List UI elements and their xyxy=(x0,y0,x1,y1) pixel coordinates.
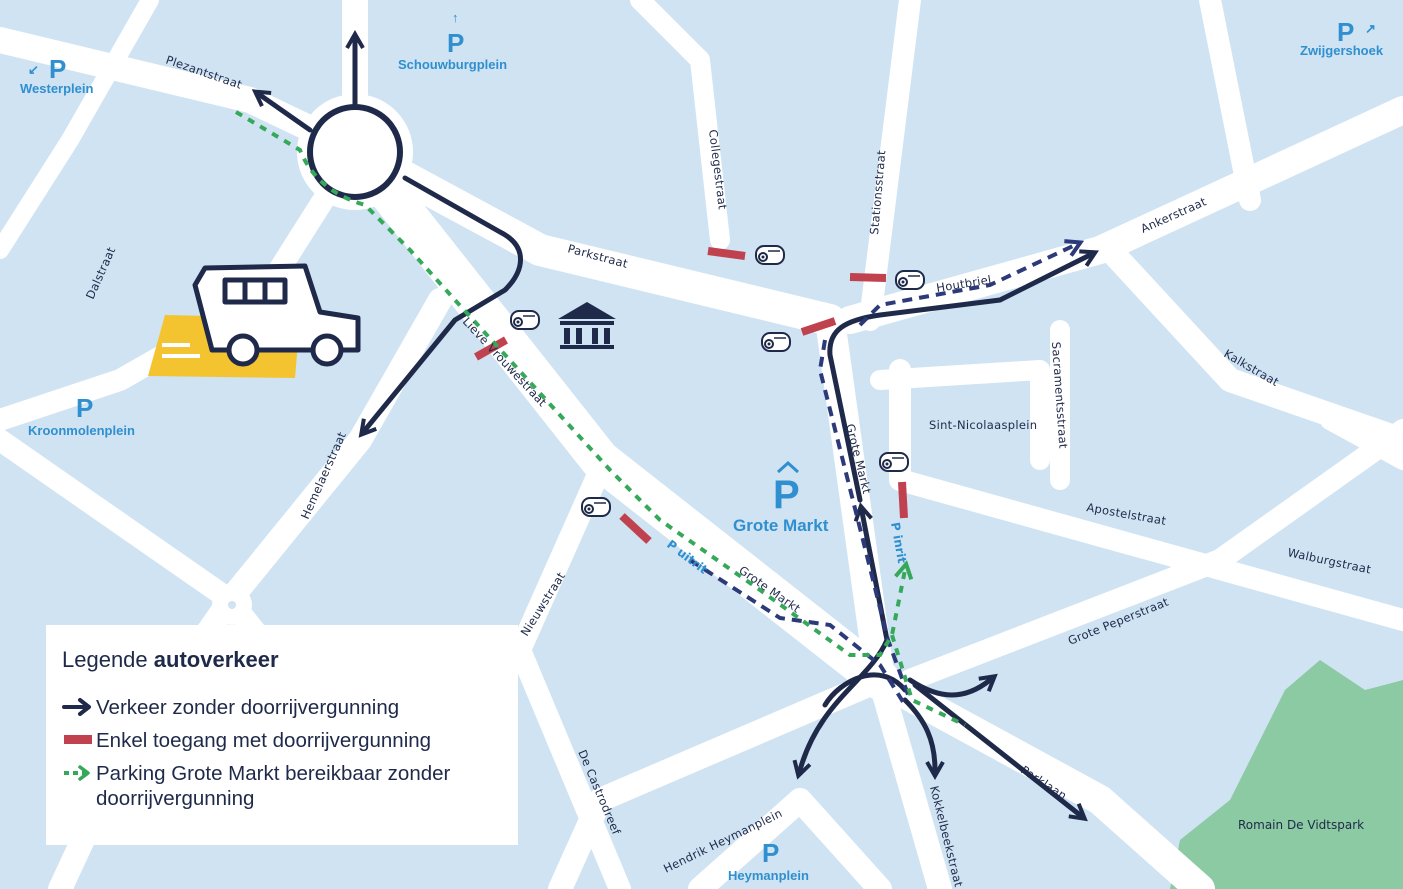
arrow-icon: ↗ xyxy=(1365,21,1376,36)
parking-icon: P xyxy=(1337,17,1354,47)
route-hemelaerstraat xyxy=(358,175,523,438)
parking-icon: P xyxy=(76,393,93,423)
legend-item-traffic: Verkeer zonder doorrijvergunning xyxy=(62,695,502,720)
parking-name: Heymanplein xyxy=(728,868,809,883)
restricted-bar xyxy=(619,513,652,544)
arrow-icon xyxy=(62,698,91,716)
arrow-icon: ↑ xyxy=(452,10,459,25)
restricted-bar-icon xyxy=(64,735,92,744)
parking-name: Schouwburgplein xyxy=(398,57,507,72)
parking-grote-markt: P Grote Markt xyxy=(733,460,829,535)
navy-routes xyxy=(251,29,1099,822)
roundabout xyxy=(297,94,413,210)
route-kokkelbeek xyxy=(902,697,945,781)
legend-label: Parking Grote Markt bereikbaar zonder do… xyxy=(96,762,451,810)
chevron-up-icon xyxy=(776,460,800,474)
legend: Legende autoverkeer Verkeer zonder doorr… xyxy=(46,625,518,845)
camera-icon xyxy=(755,245,785,265)
parking-icon: P xyxy=(762,838,779,868)
camera-icon xyxy=(510,310,540,330)
restricted-bar xyxy=(474,336,508,361)
parking-icon: P xyxy=(49,54,66,84)
park-label: Romain De Vidtspark xyxy=(1238,818,1364,832)
parking-schouwburgplein: ↑ P Schouwburgplein xyxy=(398,10,507,72)
legend-label: Verkeer zonder doorrijvergunning xyxy=(96,696,400,719)
parking-name: Westerplein xyxy=(20,81,94,96)
camera-icon xyxy=(761,332,791,352)
parking-route-green xyxy=(234,110,966,727)
park-area xyxy=(1170,660,1403,889)
restricted-bar xyxy=(898,481,908,519)
museum-icon xyxy=(558,302,616,349)
parking-zwijgershoek: P ↗ Zwijgershoek xyxy=(1300,17,1384,58)
route-parklaan xyxy=(912,682,1088,822)
parking-dashed-navy xyxy=(688,239,1085,707)
parking-name: Kroonmolenplein xyxy=(28,423,135,438)
route-plezantstraat xyxy=(251,89,313,133)
dashed-arrow-icon xyxy=(64,765,90,781)
parking-westerplein: ↙ P Westerplein xyxy=(20,54,94,96)
legend-item-parking: Parking Grote Markt bereikbaar zonder do… xyxy=(62,761,502,811)
restricted-bar xyxy=(707,247,746,260)
route-loop-west2 xyxy=(822,672,908,708)
legend-item-restricted: Enkel toegang met doorrijvergunning xyxy=(62,728,502,753)
parking-icon: P xyxy=(447,28,464,58)
restricted-bar xyxy=(849,273,887,282)
parking-name: Grote Markt xyxy=(733,516,829,535)
restricted-access-bars xyxy=(474,247,908,544)
vehicle-icon xyxy=(162,263,361,367)
street-label: Walburgstraat xyxy=(1286,545,1372,576)
parking-heymanplein: P Heymanplein xyxy=(728,838,809,883)
arrow-icon: ↙ xyxy=(28,62,39,77)
camera-icon xyxy=(879,452,909,472)
camera-icon xyxy=(895,270,925,290)
street-label: Sint-Nicolaasplein xyxy=(929,418,1037,432)
parking-name: Zwijgershoek xyxy=(1300,43,1384,58)
route-grotemarkt-up xyxy=(853,502,890,643)
restricted-bar xyxy=(800,317,837,336)
legend-title: Legende autoverkeer xyxy=(62,647,279,672)
camera-icon xyxy=(581,497,611,517)
parking-icon: P xyxy=(773,473,800,517)
parking-entry-label: P inrit xyxy=(888,521,909,564)
parking-kroonmolenplein: P Kroonmolenplein xyxy=(28,393,135,438)
street-label: Dalstraat xyxy=(83,245,118,302)
legend-label: Enkel toegang met doorrijvergunning xyxy=(96,729,432,752)
route-houtbriel xyxy=(827,249,1099,503)
